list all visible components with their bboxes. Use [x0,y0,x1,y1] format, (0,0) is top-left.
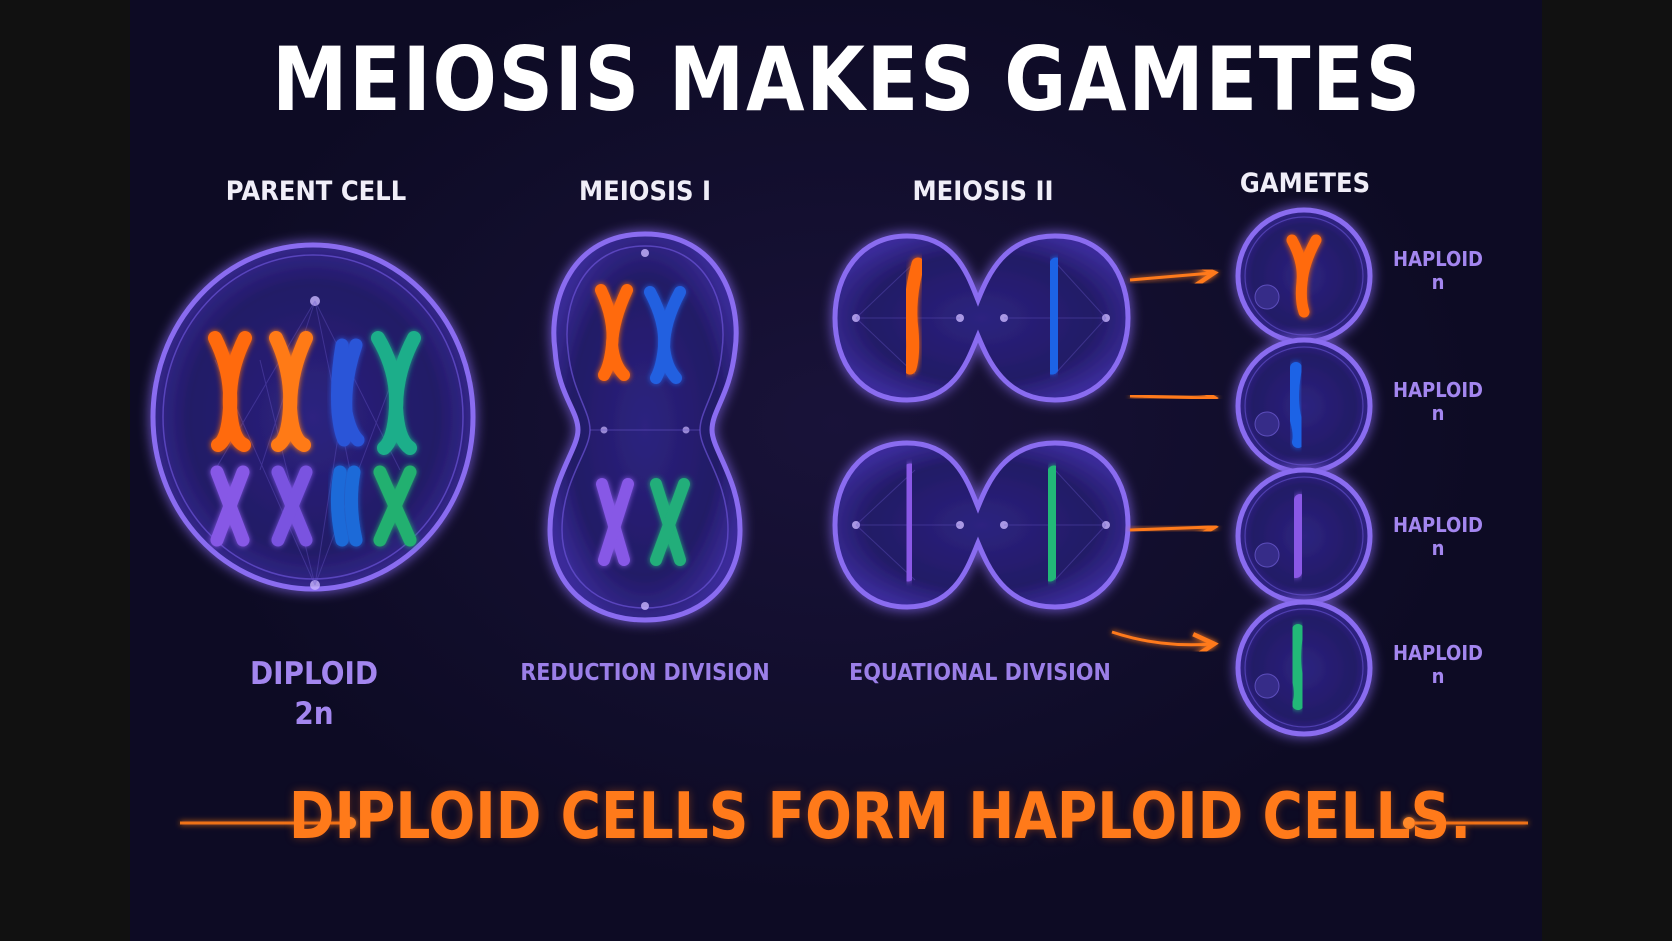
chromosome-blue-m2 [1045,257,1063,375]
chromosome-green-m1 [650,478,690,566]
gamete-1-label: HAPLOID [1393,247,1483,271]
meiosis-2-bottom-pair [832,440,1131,610]
parent-ploidy-symbol: 2n [294,696,334,732]
gamete-3 [1235,467,1373,605]
label-equational-division: EQUATIONAL DIVISION [849,660,1111,686]
gamete-1-symbol: n [1431,270,1445,294]
page-title: MEIOSIS MAKES GAMETES [272,28,1422,131]
gamete-2-label: HAPLOID [1393,378,1483,402]
chromosome-green-m2 [1043,465,1061,582]
chromosome-orange-1 [208,331,252,452]
gamete-3-ploidy: HAPLOID n [1393,514,1483,560]
tagline-decor-left [180,817,356,829]
arrow-gamete-2 [1129,396,1212,398]
parent-ploidy-label: DIPLOID [249,656,379,692]
gamete-1-ploidy: HAPLOID n [1393,248,1483,294]
chromosome-blue-m1 [644,286,686,384]
centriole-top [310,296,320,306]
tagline-decor-right [1403,817,1528,829]
gamete-2-ploidy: HAPLOID n [1393,379,1483,425]
chromosome-blue-1 [331,338,365,447]
label-meiosis-2: MEIOSIS II [912,176,1054,207]
label-parent-cell: PARENT CELL [225,176,407,207]
chromosome-green-2 [373,465,417,547]
label-meiosis-1: MEIOSIS I [578,176,712,207]
label-gametes: GAMETES [1239,168,1371,199]
gamete-4-label: HAPLOID [1393,641,1483,665]
parent-cell [150,242,476,592]
centriole-bottom [310,580,320,590]
label-reduction-division: REDUCTION DIVISION [520,660,770,686]
gamete-4 [1235,599,1373,737]
gamete-2-symbol: n [1431,401,1445,425]
meiosis-1-cell [547,231,743,623]
gamete-3-label: HAPLOID [1393,513,1483,537]
meiosis-2-top-pair [832,233,1131,403]
chromosome-purple-m2 [901,463,918,582]
chromosome-blue-2 [330,465,363,547]
chromosome-orange-m2 [903,257,925,375]
tagline: DIPLOID CELLS FORM HAPLOID CELLS. [288,780,1472,854]
gamete-3-symbol: n [1431,536,1445,560]
chromosome-orange-m1 [595,284,633,381]
gamete-2 [1235,337,1373,475]
chromosome-orange-2 [269,331,313,452]
chromosome-purple-1 [210,465,250,547]
chromosome-purple-2 [271,465,313,547]
arrow-gamete-3 [1129,527,1212,530]
gamete-4-symbol: n [1431,664,1445,688]
parent-ploidy: DIPLOID 2n [250,654,378,734]
gamete-1 [1235,207,1373,345]
chromosome-purple-m1 [596,478,634,566]
arrow-gamete-4 [1111,630,1212,645]
arrow-gamete-1 [1129,273,1212,280]
gamete-4-ploidy: HAPLOID n [1393,642,1483,688]
chromosome-green-1 [371,331,421,455]
